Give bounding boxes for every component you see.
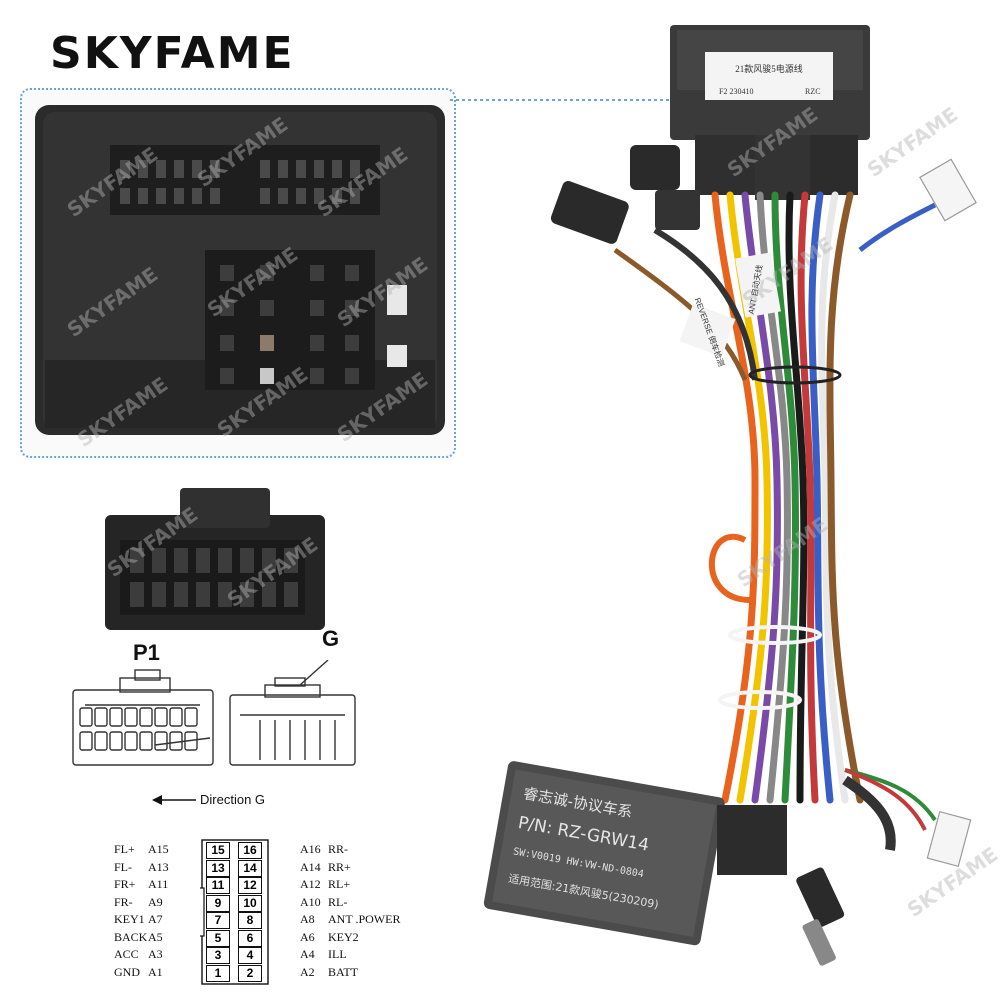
pin-right-name: RL- bbox=[328, 894, 348, 909]
pin-number-left: 3 bbox=[206, 947, 230, 964]
pin-right-id: A10 bbox=[300, 894, 321, 909]
pin-left-id: A9 bbox=[148, 894, 163, 909]
vehicle-connector-photo bbox=[35, 105, 445, 435]
pin-number-left: 15 bbox=[206, 842, 230, 859]
pin-right-id: A8 bbox=[300, 912, 315, 926]
pinout-housing-outline bbox=[200, 839, 269, 985]
pin-right-id: A16 bbox=[300, 842, 321, 856]
pin-left-name: FL+ bbox=[114, 842, 135, 856]
pin-right-name: RL+ bbox=[328, 877, 351, 891]
connector-line-drawings bbox=[72, 660, 356, 766]
pin-left-id: A7 bbox=[148, 912, 163, 926]
pin-left-name: FR+ bbox=[114, 877, 136, 891]
pin-left-id: A1 bbox=[148, 964, 163, 979]
pin-number-left: 11 bbox=[206, 877, 230, 894]
pin-left-name: FR- bbox=[114, 894, 133, 909]
pin-right-id: A6 bbox=[300, 929, 315, 944]
pin-number-right: 2 bbox=[238, 964, 262, 982]
wiring-harness-photo: 21款风骏5电源线 F2 230410 RZC ANT 自动天线 REVERSE… bbox=[483, 25, 977, 966]
pin-right-name: ANT .POWER bbox=[328, 912, 401, 926]
pin-right-name: RR+ bbox=[328, 859, 351, 874]
g-label: G bbox=[322, 626, 340, 651]
pin-number-right: 12 bbox=[238, 877, 262, 894]
pin-left-name: ACC bbox=[114, 947, 139, 961]
pin-left-name: BACK bbox=[114, 929, 148, 944]
pin-left-id: A15 bbox=[148, 842, 169, 856]
pin-right-id: A4 bbox=[300, 947, 315, 961]
pin-left-id: A13 bbox=[148, 859, 169, 874]
pin-number-right: 10 bbox=[238, 894, 262, 912]
pinout-diagram bbox=[110, 838, 410, 988]
pin-number-right: 16 bbox=[238, 842, 262, 859]
pin-left-name: GND bbox=[114, 964, 140, 979]
callout-leader-line bbox=[450, 99, 670, 101]
pin-number-right: 6 bbox=[238, 929, 262, 947]
pin-right-id: A12 bbox=[300, 877, 321, 891]
direction-arrow-icon bbox=[152, 795, 196, 805]
pin-left-name: KEY1 bbox=[114, 912, 145, 926]
pin-number-left: 9 bbox=[206, 894, 230, 912]
power-box-label-line1: 21款风骏5电源线 bbox=[735, 63, 803, 74]
head-unit-plug-photo bbox=[105, 488, 325, 630]
pin-right-name: RR- bbox=[328, 842, 349, 856]
pin-right-name: ILL bbox=[328, 947, 347, 961]
pin-right-id: A2 bbox=[300, 964, 315, 979]
p1-label: P1 bbox=[133, 640, 160, 665]
pin-right-name: BATT bbox=[328, 964, 358, 979]
direction-label: Direction G bbox=[200, 792, 266, 807]
pin-left-name: FL- bbox=[114, 859, 132, 874]
power-box-label-line3: RZC bbox=[805, 87, 821, 96]
pin-number-left: 7 bbox=[206, 912, 230, 929]
pin-number-right: 8 bbox=[238, 912, 262, 929]
pin-number-right: 4 bbox=[238, 947, 262, 964]
pin-number-left: 13 bbox=[206, 859, 230, 877]
pin-left-id: A3 bbox=[148, 947, 163, 961]
brand-logo: SKYFAME bbox=[50, 28, 295, 79]
pin-left-id: A5 bbox=[148, 929, 163, 944]
pin-number-left: 1 bbox=[206, 964, 230, 982]
pin-right-id: A14 bbox=[300, 859, 321, 874]
power-box-label-line2: F2 230410 bbox=[719, 87, 753, 96]
pin-number-right: 14 bbox=[238, 859, 262, 877]
pin-number-left: 5 bbox=[206, 929, 230, 947]
pin-right-name: KEY2 bbox=[328, 929, 359, 944]
pin-left-id: A11 bbox=[148, 877, 169, 891]
